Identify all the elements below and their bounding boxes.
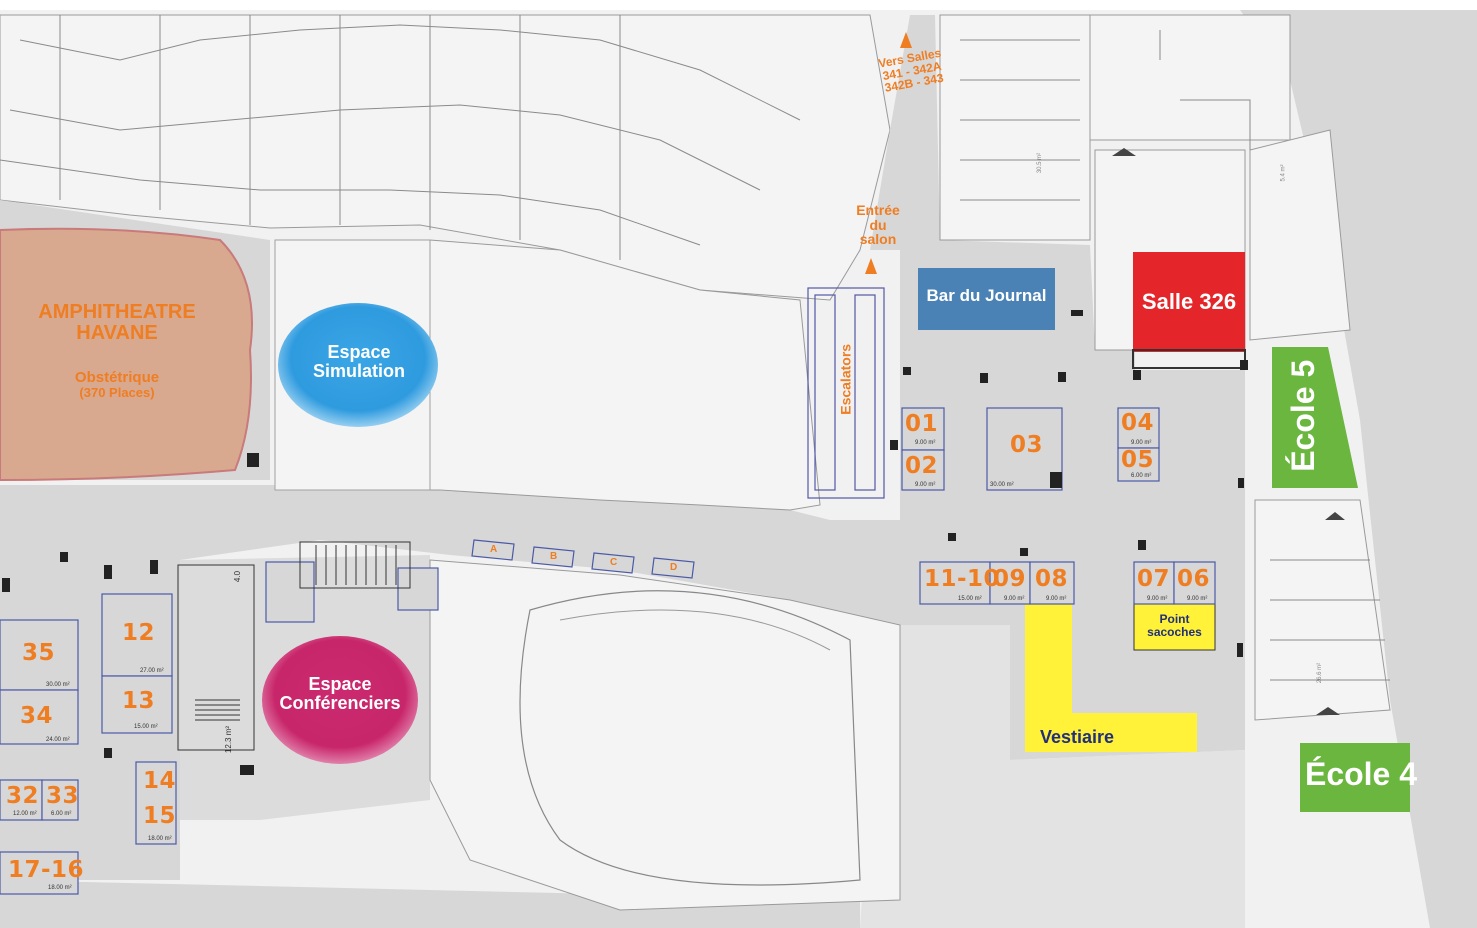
booth-09-number[interactable]: 09 <box>993 566 1027 592</box>
small-booth-a[interactable]: A <box>490 544 498 555</box>
booth-01-number[interactable]: 01 <box>905 411 939 437</box>
booth-14-number[interactable]: 14 <box>143 768 177 794</box>
amphitheatre-title-line2: HAVANE <box>76 322 158 344</box>
escalators-shape <box>807 287 885 499</box>
booth-12-number[interactable]: 12 <box>122 620 156 646</box>
entree-salon-line2: du <box>869 216 887 233</box>
espace-simulation-line1: Espace <box>327 342 391 362</box>
booth-33-area: 6.00 m² <box>51 811 72 817</box>
booth-07-area: 9.00 m² <box>1147 596 1168 602</box>
booth-05-number[interactable]: 05 <box>1121 447 1155 473</box>
small-booth-c[interactable]: C <box>610 557 618 568</box>
booth-13-number[interactable]: 13 <box>122 688 156 714</box>
entree-salon-sign: Entrée du salon <box>848 203 908 247</box>
entree-salon-line3: salon <box>859 231 897 248</box>
booth-33-number[interactable]: 33 <box>46 783 80 809</box>
booth-03-area: 30.00 m² <box>990 482 1014 488</box>
plan-area-30-5: 30.5 m² <box>1037 152 1044 174</box>
booth-07-number[interactable]: 07 <box>1137 566 1171 592</box>
booth-34-area: 24.00 m² <box>46 737 70 743</box>
plan-area-12-3: 12.3 m² <box>224 725 234 754</box>
booth-04-area: 9.00 m² <box>1131 440 1152 446</box>
bar-du-journal-label: Bar du Journal <box>926 286 1047 305</box>
booth-32-area: 12.00 m² <box>13 811 37 817</box>
vestiaire-label: Vestiaire <box>1040 727 1115 747</box>
espace-conferenciers-label: Espace Conférenciers <box>266 675 414 713</box>
booth-06-number[interactable]: 06 <box>1177 566 1211 592</box>
plan-area-26-6: 26.6 m² <box>1317 662 1324 684</box>
small-booth-d[interactable]: D <box>670 562 678 573</box>
ecole-4-label: École 4 <box>1304 756 1418 792</box>
amphitheatre-sub-line1: Obstétrique <box>74 369 160 386</box>
escalators-label: Escalators <box>837 343 854 415</box>
espace-conferenciers-line2: Conférenciers <box>279 692 401 713</box>
point-sacoches-line1: Point <box>1159 612 1190 626</box>
espace-simulation-ellipse <box>278 303 438 427</box>
vestiaire-box <box>1025 600 1197 752</box>
salle-326-label: Salle 326 <box>1141 289 1237 314</box>
booth-12-area: 27.00 m² <box>140 668 164 674</box>
booth-05-area: 6.00 m² <box>1131 473 1152 479</box>
espace-simulation-line2: Simulation <box>312 360 405 381</box>
plan-area-4-0: 4.0 <box>233 570 243 583</box>
point-sacoches-line2: sacoches <box>1147 624 1202 639</box>
booth-32-number[interactable]: 32 <box>6 783 40 809</box>
salle-326-box <box>1133 252 1245 352</box>
booth-17-16-number[interactable]: 17-16 <box>8 857 85 883</box>
booth-35-area: 30.00 m² <box>46 682 70 688</box>
booth-01-area: 9.00 m² <box>915 440 936 446</box>
point-sacoches-box <box>1133 602 1216 651</box>
booth-17-16-area: 18.00 m² <box>48 885 72 891</box>
booth-11-10-area: 15.00 m² <box>958 596 982 602</box>
small-booth-b[interactable]: B <box>550 551 558 562</box>
booth-06-area: 9.00 m² <box>1187 596 1208 602</box>
booth-02-area: 9.00 m² <box>915 482 936 488</box>
plan-area-5-4: 5.4 m² <box>1280 164 1287 182</box>
booth-08-number[interactable]: 08 <box>1035 566 1069 592</box>
ecole-5-label: École 5 <box>1285 359 1322 472</box>
booth-03-number[interactable]: 03 <box>1010 432 1044 458</box>
booth-04-number[interactable]: 04 <box>1121 410 1155 436</box>
espace-simulation-label: Espace Simulation <box>288 343 430 381</box>
booth-08-area: 9.00 m² <box>1046 596 1067 602</box>
booth-35-number[interactable]: 35 <box>22 640 56 666</box>
booth-09-area: 9.00 m² <box>1004 596 1025 602</box>
amphitheatre-title: AMPHITHEATRE HAVANE <box>22 302 212 344</box>
point-sacoches-label: Point sacoches <box>1134 613 1215 638</box>
booth-15-number[interactable]: 15 <box>143 803 177 829</box>
booth-02-number[interactable]: 02 <box>905 453 939 479</box>
ecole-5-box <box>1272 347 1358 488</box>
booth-13-area: 15.00 m² <box>134 724 158 730</box>
espace-conferenciers-line1: Espace <box>308 674 372 694</box>
amphitheatre-sub-line2: (370 Places) <box>79 384 155 400</box>
booth-34-number[interactable]: 34 <box>20 703 54 729</box>
amphitheatre-shape <box>0 227 253 482</box>
espace-conferenciers-ellipse <box>262 636 418 764</box>
booth-11-10-number[interactable]: 11-10 <box>924 566 1001 592</box>
entree-salon-line1: Entrée <box>856 202 900 218</box>
ecole-4-box <box>1300 743 1410 812</box>
amphitheatre-title-line1: AMPHITHEATRE <box>38 301 196 323</box>
bar-du-journal-box <box>918 268 1055 330</box>
amphitheatre-subtitle: Obstétrique (370 Places) <box>22 370 212 399</box>
booth-15-area: 18.00 m² <box>148 836 172 842</box>
